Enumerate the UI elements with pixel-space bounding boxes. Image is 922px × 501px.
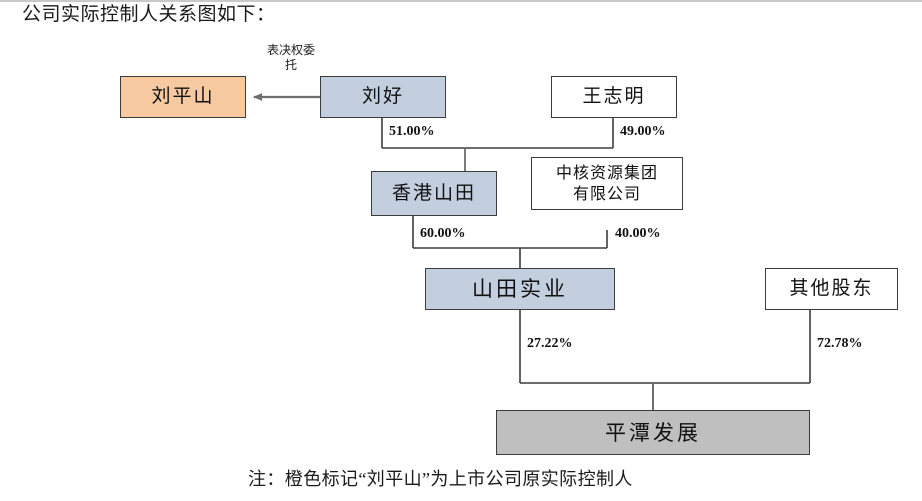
edge-label-40-percent: 40.00% bbox=[615, 226, 661, 241]
node-zhonghe-resources-group[interactable]: 中核资源集团 有限公司 bbox=[531, 157, 683, 210]
edge-label-27-22-percent: 27.22% bbox=[527, 336, 573, 351]
node-zhonghe-line1: 中核资源集团 bbox=[555, 164, 658, 182]
node-liuhao[interactable]: 刘好 bbox=[320, 76, 446, 118]
node-qita-gudong[interactable]: 其他股东 bbox=[765, 268, 898, 310]
footnote-text: 注：橙色标记“刘平山”为上市公司原实际控制人 bbox=[248, 469, 633, 489]
node-hongkong-shantian[interactable]: 香港山田 bbox=[371, 171, 497, 216]
node-wangzhiming[interactable]: 王志明 bbox=[551, 76, 677, 118]
edge-label-51-percent: 51.00% bbox=[389, 124, 435, 139]
edge-label-72-78-percent: 72.78% bbox=[817, 336, 863, 351]
page-top-rule bbox=[0, 0, 922, 2]
page-title: 公司实际控制人关系图如下： bbox=[22, 4, 276, 25]
connector-lines bbox=[253, 93, 811, 410]
edge-label-voting-delegation-line1: 表决权委 bbox=[266, 43, 315, 57]
edge-label-49-percent: 49.00% bbox=[620, 124, 666, 139]
node-shantian-shiye[interactable]: 山田实业 bbox=[425, 268, 615, 310]
node-pingtan-fazhan[interactable]: 平潭发展 bbox=[496, 410, 810, 455]
edge-label-voting-delegation: 表决权委 托 bbox=[243, 43, 339, 73]
node-liupingshan[interactable]: 刘平山 bbox=[120, 76, 246, 118]
edge-label-voting-delegation-line2: 托 bbox=[284, 58, 297, 72]
ownership-structure-diagram: 刘平山 刘好 王志明 表决权委 托 51.00% 49.00% 香港山田 中核资… bbox=[0, 30, 922, 460]
edge-label-60-percent: 60.00% bbox=[420, 226, 466, 241]
node-zhonghe-line2: 有限公司 bbox=[572, 185, 641, 203]
